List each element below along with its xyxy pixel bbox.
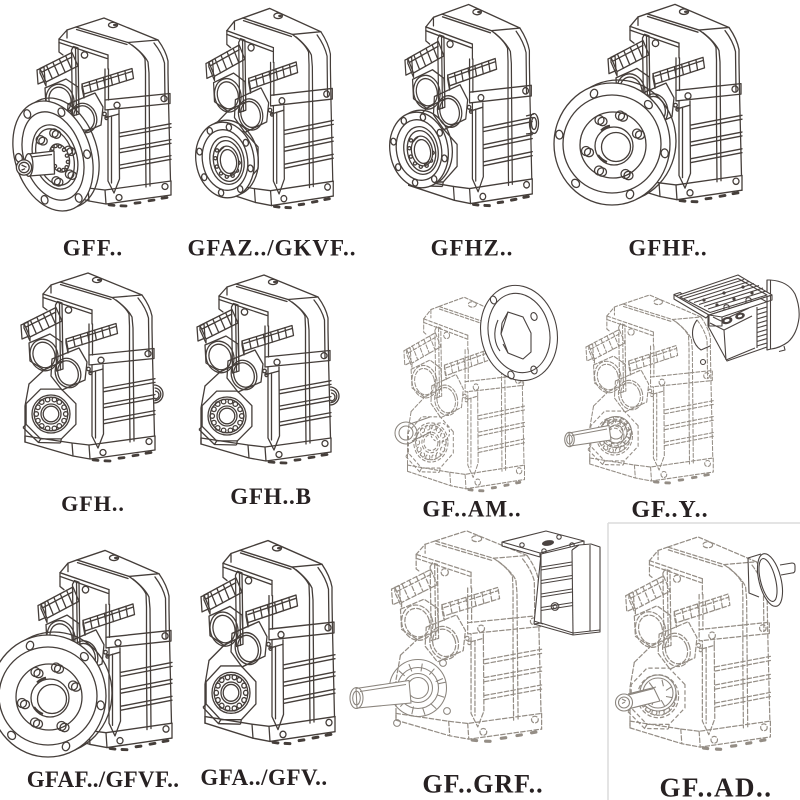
svg-text:GF..AM..: GF..AM.. — [422, 497, 521, 522]
svg-text:GF..AD..: GF..AD.. — [659, 773, 772, 800]
svg-text:GFH..: GFH.. — [61, 491, 125, 516]
svg-text:GFF..: GFF.. — [63, 236, 123, 261]
svg-text:GFHF..: GFHF.. — [628, 236, 707, 261]
svg-text:GFA../GFV..: GFA../GFV.. — [200, 765, 327, 790]
svg-text:GFH..B: GFH..B — [230, 484, 311, 509]
svg-text:GFAZ../GKVF..: GFAZ../GKVF.. — [188, 236, 357, 261]
svg-text:GF..Y..: GF..Y.. — [631, 497, 708, 523]
svg-text:GFHZ..: GFHZ.. — [431, 236, 514, 261]
svg-text:GF..GRF..: GF..GRF.. — [422, 770, 543, 799]
svg-text:GFAF../GFVF..: GFAF../GFVF.. — [27, 767, 180, 792]
